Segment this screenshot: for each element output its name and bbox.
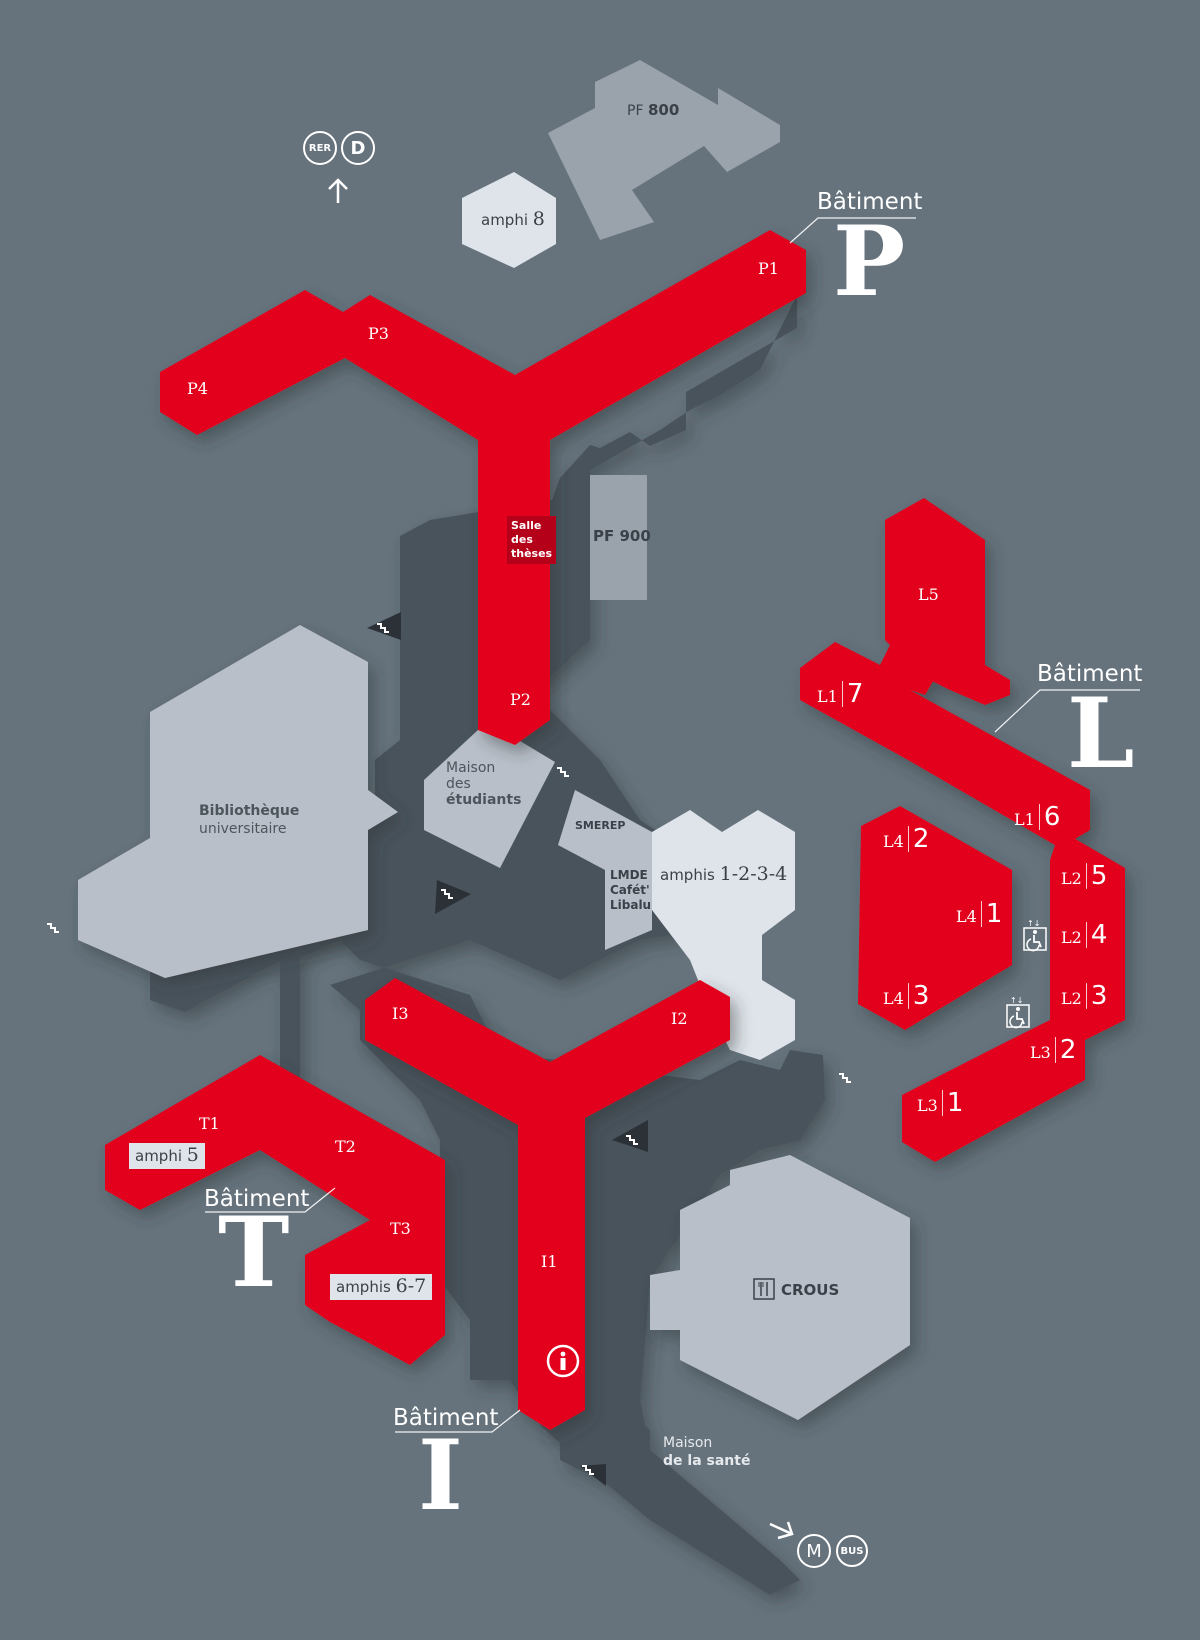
- wing-p3[interactable]: P3: [368, 324, 389, 343]
- pf800-label: PF 800: [627, 101, 680, 119]
- wing-i1[interactable]: I1: [541, 1252, 558, 1271]
- stairs-icon: [610, 1118, 650, 1158]
- rer-badge[interactable]: RER: [303, 131, 337, 165]
- metro-badge[interactable]: M: [797, 1534, 831, 1568]
- building-l-caption: Bâtiment: [1037, 661, 1143, 687]
- amphis1234-label: amphis 1-2-3-4: [660, 863, 788, 885]
- pf900-label: PF 900: [593, 527, 651, 545]
- amphi8-label: amphi 8: [481, 208, 545, 230]
- amphis67-label: amphis 6-7: [330, 1274, 433, 1300]
- wing-i2[interactable]: I2: [671, 1009, 688, 1028]
- restaurant-icon: [753, 1278, 775, 1304]
- amphi8-building: [462, 172, 556, 268]
- stairs-icon: [365, 610, 403, 646]
- wing-p1[interactable]: P1: [758, 259, 779, 278]
- wheelchair-icon: ↑↓: [1023, 918, 1047, 956]
- smerep-label: SMEREP: [575, 819, 626, 832]
- bus-badge[interactable]: BUS: [836, 1535, 868, 1567]
- stairs-icon: [45, 920, 69, 942]
- building-p-caption: Bâtiment: [817, 189, 923, 215]
- stairs-icon: [837, 1070, 861, 1092]
- wheelchair-icon: ↑↓: [1006, 995, 1030, 1033]
- stairs-icon: [433, 876, 473, 920]
- pf800-building: [548, 60, 780, 240]
- building-i-caption: Bâtiment: [393, 1405, 499, 1431]
- library-building: [78, 625, 398, 978]
- arrow-right-icon: [768, 1520, 796, 1550]
- stairs-icon: [578, 1462, 608, 1492]
- building-i-letter: I: [418, 1419, 463, 1532]
- caption-lines: [205, 217, 1140, 1433]
- amphis1234-building: [652, 810, 795, 1060]
- building-t-caption: Bâtiment: [204, 1186, 310, 1212]
- wing-p4[interactable]: P4: [187, 379, 208, 398]
- building-p-letter: P: [833, 205, 906, 318]
- crous-building: [650, 1155, 910, 1420]
- wing-p2[interactable]: P2: [510, 690, 531, 709]
- svg-text:↑↓: ↑↓: [1010, 996, 1023, 1005]
- svg-text:↑↓: ↑↓: [1027, 919, 1040, 928]
- crous-label: CROUS: [781, 1281, 840, 1299]
- wing-t3[interactable]: T3: [390, 1219, 411, 1238]
- wing-i3[interactable]: I3: [392, 1004, 409, 1023]
- info-icon[interactable]: [546, 1344, 580, 1382]
- arrow-up-icon: [326, 177, 350, 209]
- wing-t2[interactable]: T2: [335, 1137, 356, 1156]
- smerep-building: [558, 790, 652, 950]
- building-l-letter: L: [1067, 677, 1135, 790]
- pf900-building: [590, 475, 647, 600]
- building-t-letter: T: [218, 1196, 290, 1309]
- rer-line-badge[interactable]: D: [341, 131, 375, 165]
- maison-etudiants-building: [424, 730, 555, 868]
- stairs-icon: [555, 764, 579, 786]
- wing-t1[interactable]: T1: [199, 1114, 220, 1133]
- wing-l5[interactable]: L5: [918, 585, 939, 604]
- amphi5-label: amphi 5: [129, 1143, 205, 1169]
